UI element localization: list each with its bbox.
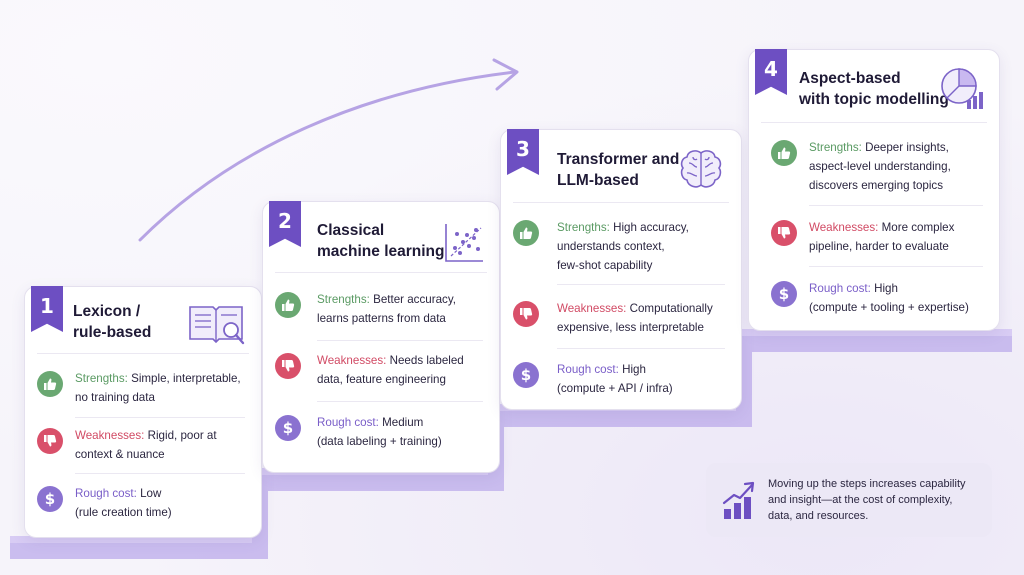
pie-bar-chart-icon (941, 68, 983, 109)
weaknesses-text: Computationally (626, 302, 713, 315)
cost-text: Low (136, 487, 162, 500)
strengths-row: Strengths: Deeper insights, aspect-level… (761, 138, 989, 198)
step-card-3: 3 Transformer and LLM-based Strengths: H… (500, 129, 742, 410)
step-number-badge: 3 (507, 129, 539, 175)
cost-row: $ Rough cost: High (compute + API / infr… (513, 360, 731, 404)
weaknesses-row: Weaknesses: More complex pipeline, harde… (761, 218, 989, 262)
weaknesses-label: Weaknesses: (809, 221, 879, 234)
strengths-row: Strengths: Better accuracy, learns patte… (275, 290, 489, 334)
weaknesses-row: Weaknesses: Needs labeled data, feature … (275, 351, 489, 395)
strengths-text: Simple, interpretable, (127, 372, 241, 385)
brain-icon (680, 150, 722, 188)
progress-arrow (138, 70, 517, 242)
cost-label: Rough cost: (317, 416, 379, 429)
dollar-icon: $ (275, 415, 301, 441)
book-magnifier-icon (189, 306, 245, 345)
strengths-label: Strengths: (557, 221, 610, 234)
summary-text: Moving up the steps increases capability… (768, 478, 966, 522)
step-card-2: 2 Classical machine learning Strengths: … (262, 201, 500, 473)
step-title: Classical machine learning (317, 222, 445, 260)
strengths-row: Strengths: Simple, interpretable, no tra… (37, 369, 251, 413)
thumbs-down-icon (513, 301, 539, 327)
dollar-icon: $ (513, 362, 539, 388)
weaknesses-label: Weaknesses: (557, 302, 627, 315)
cost-row: $ Rough cost: Medium (data labeling + tr… (275, 413, 489, 457)
thumbs-down-icon (771, 220, 797, 246)
thumbs-down-icon (37, 428, 63, 454)
cost-row: $ Rough cost: High (compute + tooling + … (761, 279, 989, 323)
step-title: Aspect-based with topic modelling (799, 70, 949, 108)
strengths-label: Strengths: (317, 293, 370, 306)
step-title: Lexicon / rule-based (73, 303, 152, 341)
step-card-4: 4 Aspect-based with topic modelling Stre… (748, 49, 1000, 331)
step-number-badge: 4 (755, 49, 787, 95)
dollar-icon: $ (771, 281, 797, 307)
growth-chart-icon (722, 481, 755, 519)
progress-arrowhead (492, 58, 519, 91)
strengths-label: Strengths: (809, 141, 862, 154)
cost-row: $ Rough cost: Low (rule creation time) (37, 484, 251, 528)
summary-note: Moving up the steps increases capability… (706, 463, 992, 537)
step-number-badge: 1 (31, 286, 63, 332)
cost-label: Rough cost: (75, 487, 137, 500)
scatter-plot-icon (445, 224, 483, 262)
weaknesses-label: Weaknesses: (317, 354, 387, 367)
strengths-row: Strengths: High accuracy, understands co… (513, 218, 731, 278)
strengths-text: Deeper insights, (861, 141, 949, 154)
weaknesses-row: Weaknesses: Rigid, poor at context & nua… (37, 426, 251, 470)
weaknesses-text: More complex (878, 221, 955, 234)
cost-text: High (870, 282, 898, 295)
thumbs-up-icon (771, 140, 797, 166)
step-title: Transformer and LLM-based (557, 151, 680, 189)
thumbs-up-icon (37, 371, 63, 397)
thumbs-down-icon (275, 353, 301, 379)
thumbs-up-icon (275, 292, 301, 318)
cost-label: Rough cost: (809, 282, 871, 295)
dollar-icon: $ (37, 486, 63, 512)
strengths-text: Better accuracy, (369, 293, 456, 306)
cost-text: High (618, 363, 646, 376)
thumbs-up-icon (513, 220, 539, 246)
weaknesses-text: Rigid, poor at (144, 429, 217, 442)
step-number-badge: 2 (269, 201, 301, 247)
weaknesses-text: Needs labeled (386, 354, 464, 367)
strengths-label: Strengths: (75, 372, 128, 385)
weaknesses-label: Weaknesses: (75, 429, 145, 442)
cost-label: Rough cost: (557, 363, 619, 376)
weaknesses-row: Weaknesses: Computationally expensive, l… (513, 299, 731, 343)
cost-text: Medium (378, 416, 424, 429)
step-card-1: 1 Lexicon / rule-based Strengths: Simple… (24, 286, 262, 538)
strengths-text: High accuracy, (609, 221, 689, 234)
